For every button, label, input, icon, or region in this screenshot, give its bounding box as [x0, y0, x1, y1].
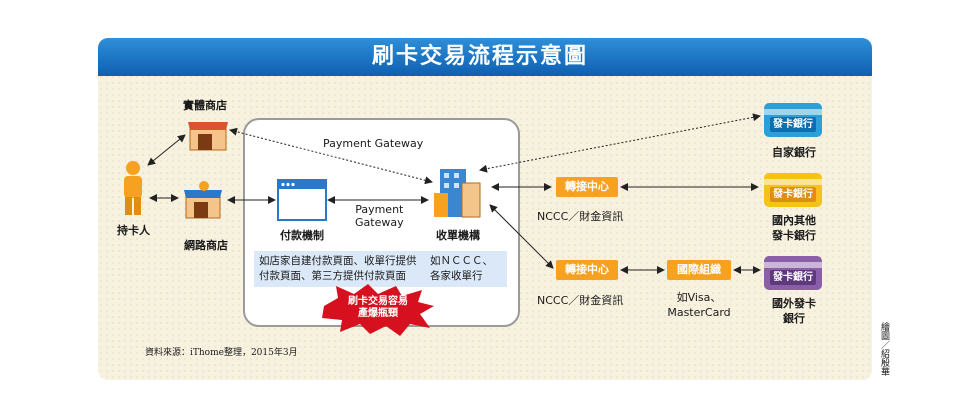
- browser-window-icon: [277, 179, 327, 221]
- intl-org: 國際組織: [667, 260, 731, 280]
- intl-caption: 如Visa、 MasterCard: [667, 291, 731, 319]
- bottleneck-burst: [322, 284, 434, 336]
- payment-note: 如店家自建付款頁面、收單行提供 付款頁面、第三方提供付款頁面: [254, 251, 426, 287]
- online-store-icon: [184, 181, 222, 219]
- arrow-physical-acquirer: [229, 127, 433, 185]
- switch-center-1: 轉接中心: [556, 177, 618, 197]
- arrow-acquirer-switch2: [489, 204, 554, 269]
- gateway-top-label: Payment Gateway: [323, 137, 424, 150]
- title-bar: [98, 38, 872, 76]
- arrow-acquirer-own-bank: [479, 113, 761, 173]
- arrow-cardholder-physical: [147, 134, 186, 166]
- diagram-title: 刷卡交易流程示意圖: [371, 44, 588, 69]
- acquirer-label: 收單機構: [436, 229, 480, 242]
- bottleneck-text: 刷卡交易容易 產爆瓶頸: [348, 296, 408, 319]
- issuer-foreign-label: 國外發卡 銀行: [772, 297, 816, 325]
- issuer-domestic-label: 國內其他 發卡銀行: [772, 214, 816, 242]
- issuer-own-label: 自家銀行: [772, 146, 816, 159]
- card-icon: 發卡銀行: [764, 103, 822, 137]
- physical-store-label: 實體商店: [183, 99, 227, 112]
- bank-tag-3: 發卡銀行: [770, 270, 816, 285]
- card-icon: 發卡銀行: [764, 173, 822, 207]
- bank-tag-1: 發卡銀行: [770, 117, 816, 132]
- gateway-mid-label: Payment Gateway: [355, 203, 404, 229]
- card-icon: 發卡銀行: [764, 256, 822, 290]
- acquirer-note: 如ＮＣＣＣ、 各家收單行: [425, 251, 507, 287]
- switch-center-2: 轉接中心: [556, 260, 618, 280]
- person-icon: [124, 161, 142, 215]
- cardholder-label: 持卡人: [117, 224, 150, 237]
- building-icon: [434, 169, 481, 218]
- online-store-label: 網路商店: [184, 239, 228, 252]
- nccc-label-1: NCCC／財金資訊: [537, 210, 624, 223]
- payment-mechanism-label: 付款機制: [280, 229, 324, 242]
- nccc-label-2: NCCC／財金資訊: [537, 294, 624, 307]
- illustration-credit: 繪圖／紹殷華: [879, 322, 889, 376]
- bank-tag-2: 發卡銀行: [770, 187, 816, 202]
- source-note: 資料來源：iThome整理，2015年3月: [145, 348, 298, 358]
- storefront-icon: [188, 122, 228, 151]
